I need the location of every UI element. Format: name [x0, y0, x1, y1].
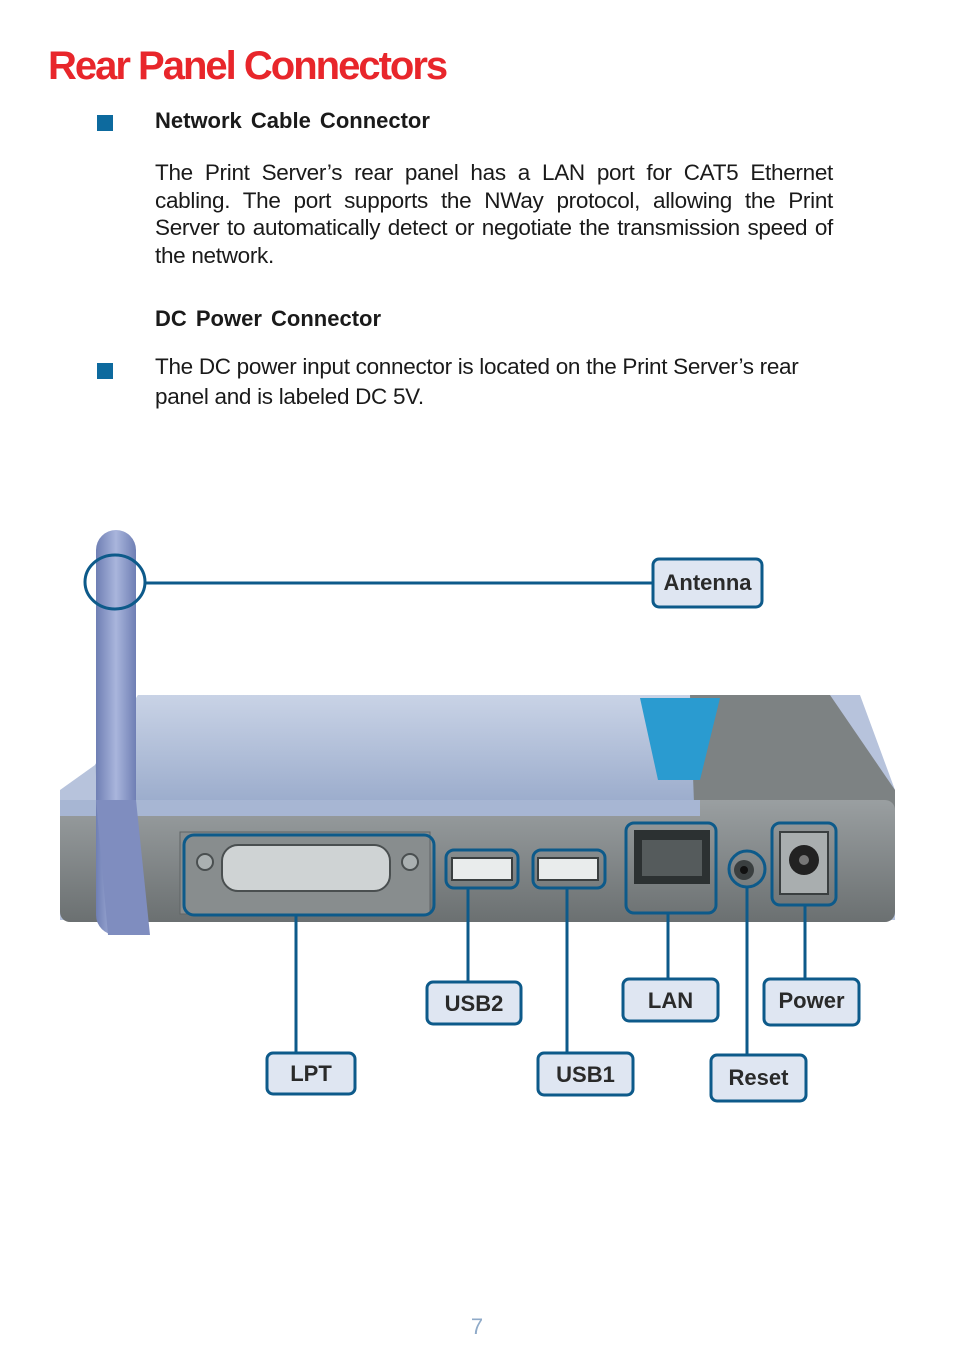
callout-label-reset: Reset	[729, 1065, 790, 1090]
print-server-device	[60, 695, 895, 922]
bullet-icon	[97, 363, 113, 379]
callout-antenna: Antenna	[651, 557, 764, 609]
leader-lines	[83, 553, 838, 1055]
bullet-icon	[97, 115, 113, 131]
section-heading-network: Network Cable Connector	[155, 108, 430, 133]
callout-label-lan: LAN	[648, 988, 693, 1013]
callout-lan: LAN	[621, 977, 720, 1023]
callout-power: Power	[762, 977, 861, 1027]
page-number: 7	[470, 1314, 484, 1339]
section-text-network: The Print Server’s rear panel has a LAN …	[155, 160, 833, 268]
section-heading-power: DC Power Connector	[155, 306, 382, 331]
callout-label-usb1: USB1	[556, 1062, 615, 1087]
section-text-power: The DC power input connector is located …	[155, 354, 799, 409]
callout-label-usb2: USB2	[445, 991, 504, 1016]
callout-reset: Reset	[709, 1053, 808, 1103]
callout-label-power: Power	[778, 988, 844, 1013]
callout-label-lpt: LPT	[290, 1061, 332, 1086]
callout-label-antenna: Antenna	[664, 570, 753, 595]
rear-panel-figure: Antenna USB2 LAN Power LPT USB1 Reset	[60, 530, 895, 1103]
callout-usb1: USB1	[536, 1051, 635, 1097]
callout-usb2: USB2	[425, 980, 523, 1026]
page-title: Rear Panel Connectors	[48, 44, 448, 88]
callout-lpt: LPT	[265, 1051, 357, 1096]
antenna-icon	[96, 530, 150, 935]
